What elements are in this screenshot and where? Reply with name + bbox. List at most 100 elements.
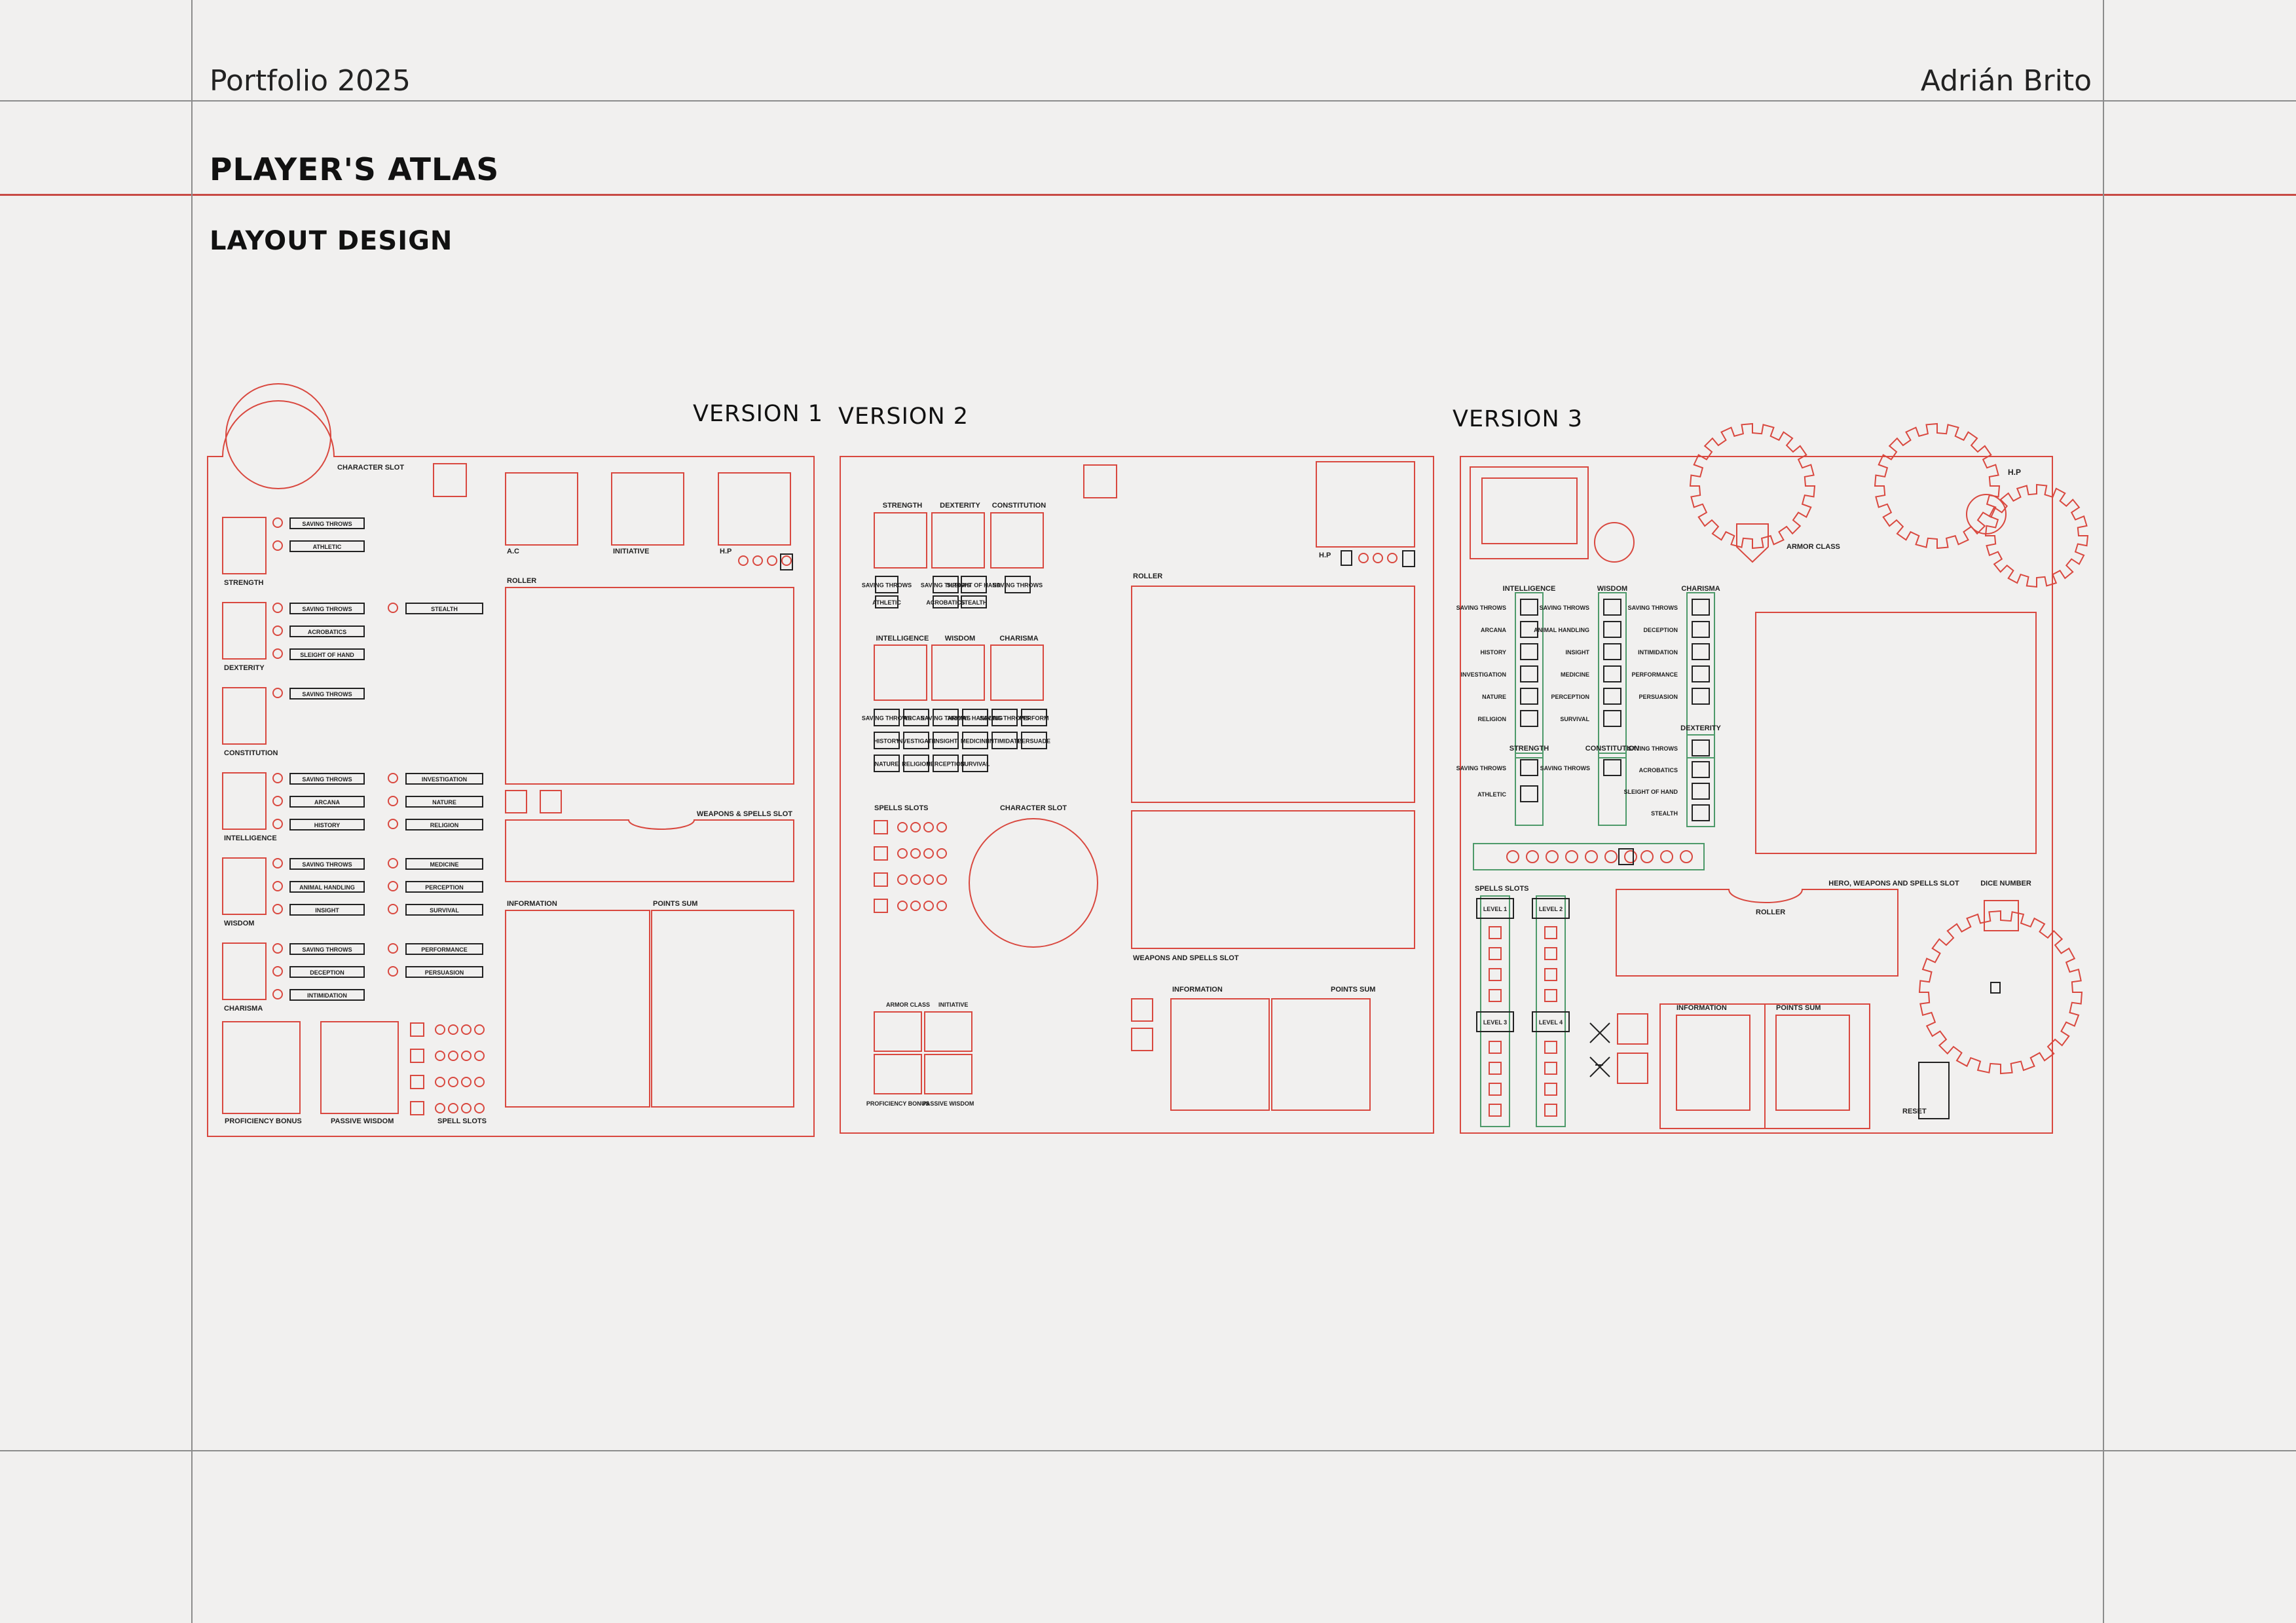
slot-box	[1520, 710, 1538, 727]
dexterity-item: SLEIGHT OF HAND	[1624, 789, 1678, 795]
skill-dot	[388, 881, 398, 891]
mid-tag-box	[962, 709, 988, 726]
small-toggle-box	[505, 790, 527, 813]
mid-tag-box	[933, 709, 959, 726]
top-stat-box	[874, 512, 927, 569]
dice-notch-box	[1984, 900, 2019, 931]
column-header: WISDOM	[1597, 585, 1627, 593]
hp-box	[718, 472, 791, 546]
skill-dot	[272, 540, 283, 551]
mid-tag-label: PERSUADE	[1018, 738, 1050, 745]
skill-box	[289, 688, 365, 700]
skill-label: STEALTH	[431, 606, 458, 612]
spell-slot-dot	[923, 848, 934, 859]
dex-acro-label: ACROBATICS	[926, 599, 965, 606]
page-subtitle: LAYOUT DESIGN	[210, 226, 453, 256]
initiative-box	[924, 1011, 972, 1052]
hp-track-dot	[1624, 850, 1637, 863]
reset-button-box	[1402, 550, 1415, 567]
constitution-track	[1598, 753, 1627, 826]
skill-box	[405, 819, 483, 830]
skill-label: SLEIGHT OF HAND	[300, 652, 354, 658]
item-label: SAVING THROWS	[1456, 605, 1506, 611]
spell-level-box	[874, 820, 888, 834]
skill-label: INSIGHT	[315, 907, 339, 914]
item-label: PERCEPTION	[1551, 694, 1589, 700]
roller-label: ROLLER	[1133, 572, 1162, 580]
hp-counter-dot	[1358, 553, 1369, 563]
item-label: NATURE	[1482, 694, 1506, 700]
constitution-item: SAVING THROWS	[1540, 765, 1590, 772]
character-slot-label: CHARACTER SLOT	[337, 464, 404, 472]
armor-class-box	[874, 1011, 922, 1052]
information-area	[505, 910, 650, 1108]
skill-box	[289, 625, 365, 637]
slot-box	[1520, 643, 1538, 660]
mid-tag-box	[933, 755, 959, 772]
skill-box	[289, 819, 365, 830]
column-header: CHARISMA	[1681, 585, 1720, 593]
mid-tag-box	[903, 755, 929, 772]
version-3-label: VERSION 3	[1453, 406, 1583, 432]
mid-tag-box	[874, 755, 900, 772]
sheet-outline	[1460, 456, 2053, 1134]
spell-slot-box	[1489, 968, 1502, 981]
spell-slot-dot	[910, 901, 921, 911]
skill-dot	[272, 517, 283, 528]
slot-box	[1603, 621, 1621, 638]
top-stat-box	[931, 512, 985, 569]
item-label: INTIMIDATION	[1638, 649, 1678, 656]
skill-label: INTIMIDATION	[307, 992, 347, 999]
slot-box	[1692, 665, 1710, 682]
skill-dot	[388, 858, 398, 868]
right-margin-rule	[2103, 0, 2104, 1623]
skill-dot	[388, 603, 398, 613]
sheet-outline	[207, 400, 815, 1137]
dexterity-item: ACROBATICS	[1639, 767, 1678, 774]
item-label: SAVING THROWS	[1540, 605, 1589, 611]
points-sum-label: POINTS SUM	[653, 900, 697, 908]
spell-slot-dot	[897, 848, 908, 859]
skill-dot	[388, 904, 398, 914]
spell-level-box	[410, 1075, 424, 1089]
weapons-slot-label: WEAPONS & SPELLS SLOT	[697, 810, 792, 818]
level-label: LEVEL 1	[1483, 906, 1507, 912]
dex-save-box	[933, 576, 959, 593]
mid-tag-label: SAVING THROWS	[921, 715, 971, 722]
level-label: LEVEL 4	[1539, 1019, 1563, 1026]
proficiency-box	[222, 1021, 301, 1114]
stat-box-wisdom	[222, 857, 267, 915]
spell-slot-box	[1489, 1083, 1502, 1096]
gear-hp-left	[1874, 422, 2001, 550]
item-label: SURVIVAL	[1560, 716, 1589, 722]
spell-slot-box	[1489, 989, 1502, 1002]
information-label: INFORMATION	[1676, 1004, 1727, 1012]
spell-slot-box	[1544, 1083, 1557, 1096]
gear-dice	[1918, 910, 2083, 1075]
spell-slot-dot	[435, 1024, 445, 1035]
mid-tag-label: ANIMAL HANDLING	[948, 715, 1003, 722]
small-toggle-box	[540, 790, 562, 813]
hp-label: H.P	[1319, 551, 1331, 559]
spell-slot-dot	[936, 822, 947, 832]
information-area	[1170, 998, 1270, 1111]
weapons-label: WEAPONS AND SPELLS SLOT	[1133, 954, 1239, 962]
skill-box	[289, 648, 365, 660]
column-track	[1686, 592, 1715, 758]
dice-number-label: DICE NUMBER	[1980, 880, 2031, 887]
slot-box	[1692, 783, 1710, 800]
stat-box-strength	[222, 517, 267, 574]
skill-box	[289, 796, 365, 808]
stat-box-constitution	[222, 687, 267, 745]
spell-slot-box	[1489, 1062, 1502, 1075]
level-box	[1532, 898, 1570, 919]
spells-slots-label: SPELLS SLOTS	[1475, 885, 1529, 893]
spell-slot-dot	[435, 1051, 445, 1061]
spell-slot-box	[1544, 1104, 1557, 1117]
skill-box	[289, 773, 365, 785]
spells-slots-label: SPELLS SLOTS	[874, 804, 929, 812]
reset-button-box	[780, 553, 793, 570]
spell-slot-dot	[474, 1051, 485, 1061]
passive-box	[924, 1054, 972, 1094]
